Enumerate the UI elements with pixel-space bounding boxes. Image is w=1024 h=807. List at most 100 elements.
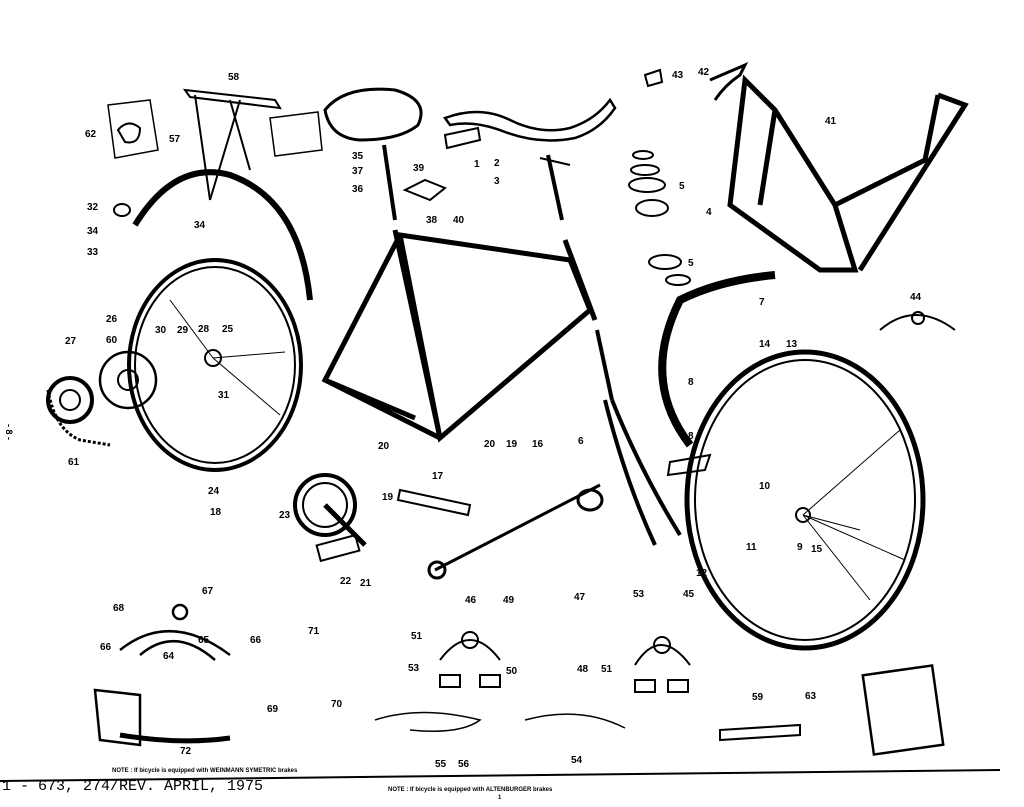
callout-label: 45 (683, 589, 695, 600)
callout-label: 6 (578, 436, 584, 447)
main-frame (321, 229, 598, 443)
rear-wheel (127, 258, 303, 472)
stem (546, 154, 564, 221)
rear-mudguard (132, 169, 313, 301)
footer-note-left: NOTE : If bicycle is equipped with WEINM… (112, 768, 298, 774)
callout-label: 53 (408, 663, 420, 674)
callout-label: 21 (360, 578, 372, 589)
front-wheel (684, 349, 926, 651)
footer-doc-ref: 1 - 673, 274/REV. APRIL, 1975 (2, 778, 264, 795)
side-page-mark: - 8 - (4, 424, 14, 441)
callout-label: 66 (250, 635, 262, 646)
rear-carrier (182, 88, 282, 201)
callout-label: 63 (805, 691, 817, 702)
kickstand (396, 488, 472, 517)
callout-label: 28 (198, 324, 210, 335)
footer-note-right: NOTE : If bicycle is equipped with ALTEN… (388, 787, 553, 793)
callout-label: 54 (571, 755, 583, 766)
callout-label: 40 (453, 215, 465, 226)
seat-clamp (402, 178, 447, 202)
callout-label: 46 (465, 595, 477, 606)
ladies-frame (727, 74, 969, 273)
callout-label: 69 (267, 704, 279, 715)
brake-lever (709, 62, 749, 101)
callout-label: 64 (163, 651, 175, 662)
callout-label: 7 (759, 297, 765, 308)
callout-label: 49 (503, 595, 515, 606)
tool-bag (107, 99, 159, 159)
cable-clip (643, 68, 664, 88)
callout-label: 1 (474, 159, 480, 170)
callout-label: 59 (752, 692, 764, 703)
callout-label: 10 (759, 481, 771, 492)
callout-label: 31 (218, 390, 230, 401)
callout-label: 20 (378, 441, 390, 452)
bottom-rule (0, 769, 1001, 782)
callout-label: 42 (698, 67, 710, 78)
callout-label: 14 (759, 339, 771, 350)
callout-label: 34 (194, 220, 206, 231)
callout-label: 72 (180, 746, 192, 757)
callout-label: 20 (484, 439, 496, 450)
callout-label: 56 (458, 759, 470, 770)
spoke-protector (98, 350, 158, 410)
callout-label: 36 (352, 184, 364, 195)
callout-label: 34 (87, 226, 99, 237)
callout-label: 29 (177, 325, 189, 336)
callout-label: 17 (432, 471, 444, 482)
callout-label: 15 (811, 544, 823, 555)
callout-label: 26 (106, 314, 118, 325)
callout-label: 33 (87, 247, 99, 258)
callout-label: 22 (340, 576, 352, 587)
seat-post (382, 144, 397, 221)
altenburger-brake-rear (439, 631, 501, 688)
freewheel-cluster (46, 376, 94, 424)
callout-label: 43 (672, 70, 684, 81)
callout-label: 19 (506, 439, 518, 450)
callout-label: 11 (746, 542, 757, 553)
callout-label: 41 (825, 116, 837, 127)
altenburger-brake-front (634, 636, 691, 693)
callout-label: 61 (68, 457, 80, 468)
owners-manual (861, 664, 945, 756)
callout-label: 27 (65, 336, 77, 347)
callout-label: 3 (494, 176, 500, 187)
callout-label: 4 (706, 207, 712, 218)
callout-label: 38 (426, 215, 438, 226)
callout-label: 51 (411, 631, 423, 642)
callout-label: 47 (574, 592, 586, 603)
callout-label: 53 (633, 589, 645, 600)
crank-axle (427, 483, 604, 580)
front-mudguard (658, 271, 776, 448)
callout-label: 62 (85, 129, 97, 140)
callout-label: 55 (435, 759, 447, 770)
chainwheel (293, 473, 367, 563)
front-caliper (879, 311, 956, 331)
spanner (719, 723, 801, 742)
callout-label: 60 (106, 335, 118, 346)
callout-label: 2 (494, 158, 500, 169)
callout-label: 32 (87, 202, 99, 213)
callout-label: 25 (222, 324, 234, 335)
callout-label: 12 (696, 568, 708, 579)
callout-label: 71 (308, 626, 320, 637)
callout-label: 58 (228, 72, 240, 83)
callout-label: 5 (679, 181, 685, 192)
chain (46, 389, 111, 447)
callout-label: 68 (113, 603, 125, 614)
weinmann-brake (93, 603, 231, 747)
headset-stack (628, 150, 691, 286)
reflector-bag (269, 111, 323, 157)
callout-label: 24 (208, 486, 220, 497)
callout-label: 19 (382, 492, 394, 503)
callout-label: 23 (279, 510, 291, 521)
callout-label: 5 (688, 258, 694, 269)
callout-label: 37 (352, 166, 364, 177)
callout-label: 67 (202, 586, 214, 597)
front-fork (595, 329, 682, 546)
handlebar (443, 97, 617, 142)
callout-label: 30 (155, 325, 167, 336)
callout-label: 13 (786, 339, 798, 350)
pad-holder (666, 453, 712, 477)
callout-label: 57 (169, 134, 181, 145)
